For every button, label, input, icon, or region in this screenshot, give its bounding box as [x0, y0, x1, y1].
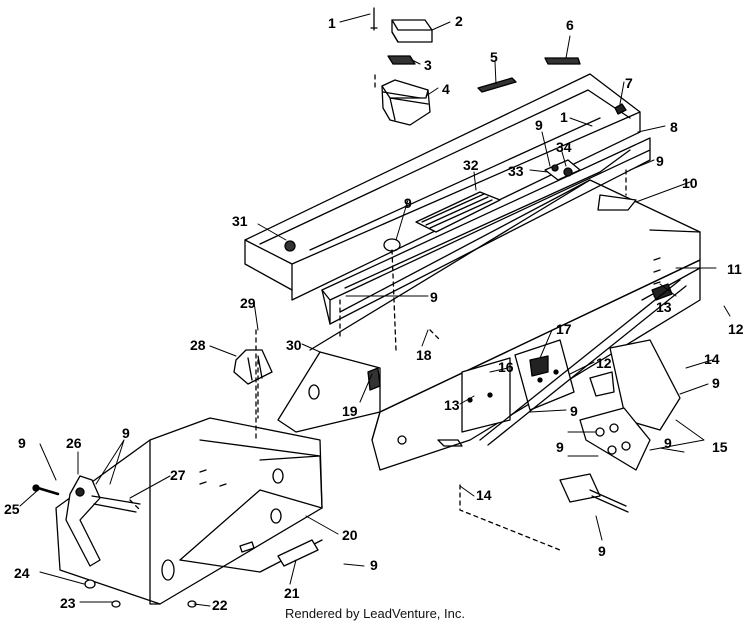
callout-26: 26: [66, 435, 82, 451]
callout-6: 6: [566, 17, 574, 33]
part-lever-assembly: [65, 475, 141, 567]
callout-29: 29: [240, 295, 256, 311]
callout-22: 22: [212, 597, 228, 613]
render-credit: Rendered by LeadVenture, Inc.: [285, 606, 465, 621]
callout-23: 23: [60, 595, 76, 611]
part-footrest-box: [55, 417, 323, 605]
callout-20: 20: [342, 527, 358, 543]
part-knob-cap: [391, 19, 433, 43]
callout-1-frame: 1: [560, 109, 568, 125]
part-pad: [387, 55, 416, 65]
part-console-cover: [381, 79, 431, 126]
callout-9-lower: 9: [556, 439, 564, 455]
part-nut-23: [111, 600, 121, 608]
callout-25: 25: [4, 501, 20, 517]
part-mount-bracket-28: [233, 349, 273, 385]
part-upper-frame: [244, 73, 651, 325]
callout-9-bottom: 9: [598, 543, 606, 559]
callout-12-right: 12: [728, 321, 744, 337]
callout-15: 15: [712, 439, 728, 455]
callout-33: 33: [508, 163, 524, 179]
part-pivot-bracket: [559, 473, 629, 513]
part-bracket-panel: [461, 339, 575, 433]
leader-lines: [19, 13, 731, 607]
callout-16: 16: [498, 359, 514, 375]
part-screw-1: [370, 7, 378, 31]
callout-10: 10: [682, 175, 698, 191]
callout-9-bracket: 9: [370, 557, 378, 573]
callout-21: 21: [284, 585, 300, 601]
callout-9-center: 9: [404, 195, 412, 211]
callout-13-center: 13: [444, 397, 460, 413]
callout-9-pedal: 9: [712, 375, 720, 391]
callout-1: 1: [328, 15, 336, 31]
callout-18: 18: [416, 347, 432, 363]
callout-9-panel: 9: [570, 403, 578, 419]
callout-19: 19: [342, 403, 358, 419]
callout-30: 30: [286, 337, 302, 353]
callout-13-right: 13: [656, 299, 672, 315]
callout-4: 4: [442, 81, 450, 97]
callout-8: 8: [670, 119, 678, 135]
callout-31: 31: [232, 213, 248, 229]
callout-5: 5: [490, 49, 498, 65]
callout-9-left: 9: [18, 435, 26, 451]
callout-27: 27: [170, 467, 186, 483]
part-strip-6: [544, 57, 581, 65]
callout-32: 32: [463, 157, 479, 173]
callout-2: 2: [455, 13, 463, 29]
callout-9-frame: 9: [535, 117, 543, 133]
part-hinge-bracket-21: [277, 539, 319, 567]
part-bolt-25: [32, 484, 60, 496]
callout-24: 24: [14, 565, 30, 581]
callout-9-pedal-lower: 9: [664, 435, 672, 451]
callout-14-right: 14: [704, 351, 720, 367]
callout-9-right: 9: [656, 153, 664, 169]
part-strip-5: [477, 77, 517, 93]
callout-labels: 1 2 3 4 5 6 7 1 8 9 32 34 33 9 10 31 9 1…: [4, 13, 744, 613]
callout-3: 3: [424, 57, 432, 73]
callout-28: 28: [190, 337, 206, 353]
assembly-lines: [129, 74, 627, 551]
callout-17: 17: [556, 321, 572, 337]
callout-34: 34: [556, 139, 572, 155]
part-side-panel: [277, 351, 381, 433]
part-grille: [415, 191, 501, 233]
callout-9-rod: 9: [430, 289, 438, 305]
callout-14-lower: 14: [476, 487, 492, 503]
callout-11: 11: [727, 261, 742, 277]
callout-9-lever: 9: [122, 425, 130, 441]
part-nut-24: [84, 579, 96, 589]
callout-7: 7: [625, 75, 633, 91]
callout-12-center: 12: [596, 355, 612, 371]
part-latch-bracket: [544, 159, 581, 181]
part-pedal-assembly: [579, 339, 681, 471]
